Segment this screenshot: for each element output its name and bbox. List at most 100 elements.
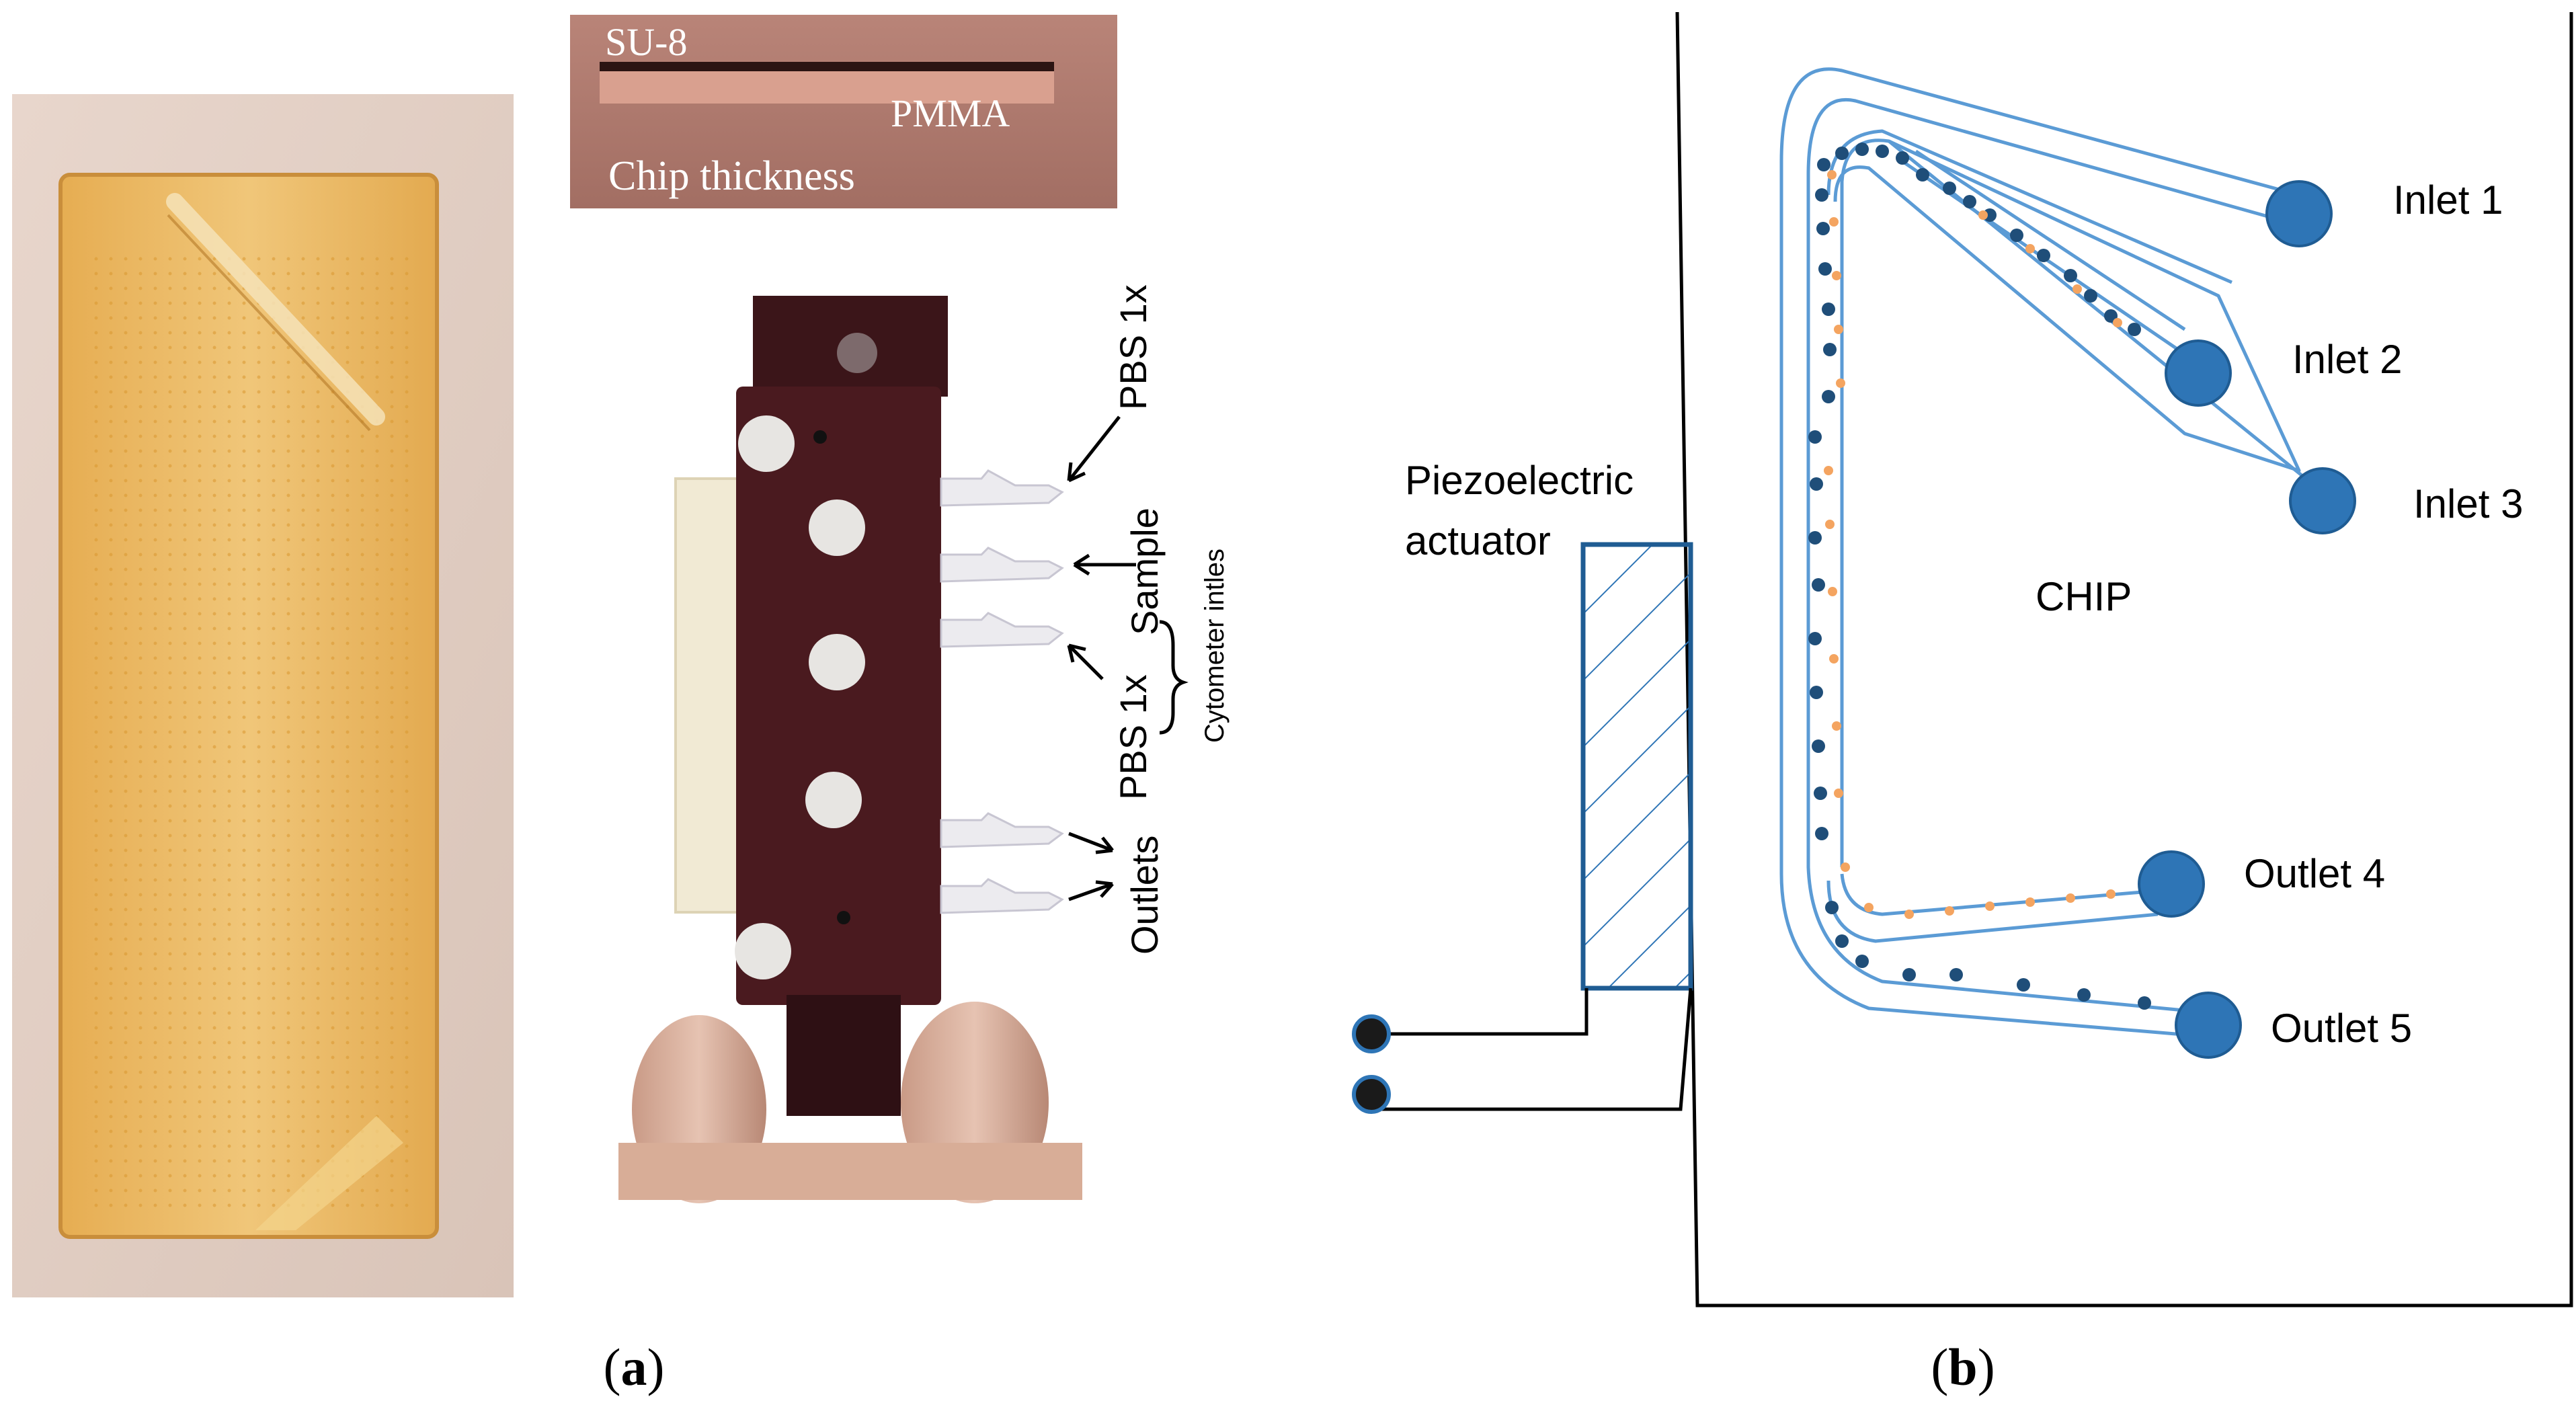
port-annotations <box>1067 415 1189 901</box>
particle <box>1808 531 1822 545</box>
arrow-sample-head <box>1073 553 1090 576</box>
port-label-sample: Sample <box>1123 508 1166 635</box>
screw-icon <box>809 634 865 690</box>
connector-icon <box>940 469 1064 507</box>
particle <box>1834 789 1843 798</box>
particle <box>1808 632 1822 645</box>
particle <box>2128 323 2141 336</box>
particle <box>1818 262 1832 276</box>
wire-top <box>1371 988 1588 1036</box>
channel-inner-wall-b <box>1826 880 2159 943</box>
channel-inner-wall-c <box>1840 873 2159 916</box>
su8-label: SU-8 <box>605 20 687 64</box>
particle <box>1825 520 1835 529</box>
particle <box>1816 222 1830 235</box>
particle <box>1916 168 1929 182</box>
particle <box>2066 893 2075 903</box>
outlet-4-label: Outlet 4 <box>2244 851 2385 896</box>
particle <box>2077 988 2091 1002</box>
chip-diagonal-channel-edge <box>167 214 371 432</box>
particle <box>1814 787 1827 800</box>
particle <box>1896 151 1909 165</box>
particle <box>1829 654 1839 664</box>
inlet-2-label: Inlet 2 <box>2292 337 2402 382</box>
port-label-outlets: Outlets <box>1123 836 1166 955</box>
particle <box>1827 170 1837 179</box>
connector-icon <box>940 878 1064 914</box>
cytometer-inlets-label: Cytometer intles <box>1200 549 1230 743</box>
holder-lower <box>787 995 901 1116</box>
particle <box>1808 430 1822 444</box>
particle <box>1815 827 1828 840</box>
arrow-pbs-top <box>1068 415 1121 482</box>
chip-bottom-reflection <box>255 1116 403 1230</box>
wire-bottom <box>1371 988 1693 1111</box>
particle <box>1828 587 1837 596</box>
particle <box>1949 968 1963 981</box>
particle <box>2072 284 2082 294</box>
particle <box>1841 862 1850 872</box>
arrow-pbs-top-head <box>1067 462 1086 483</box>
particle <box>1855 143 1869 156</box>
inlet-3-label: Inlet 3 <box>2413 481 2523 526</box>
particle <box>1864 903 1874 912</box>
terminal-icon <box>1352 1075 1391 1114</box>
channel-core-left <box>1833 138 2301 867</box>
particle <box>2113 318 2122 327</box>
terminal-icon <box>1352 1014 1391 1053</box>
particle <box>1817 158 1830 171</box>
holder-photo <box>608 289 1082 1203</box>
particles-dark <box>1808 143 2151 1010</box>
thickness-photo: SU-8 PMMA Chip thickness <box>570 15 1117 208</box>
particle <box>1812 578 1825 592</box>
holder-body <box>736 387 941 1005</box>
su8-layer <box>600 62 1054 71</box>
channel-inlet3 <box>1888 140 2314 485</box>
particle <box>1963 195 1976 208</box>
small-hole <box>813 430 827 444</box>
ports <box>2138 180 2356 1059</box>
chip-label: CHIP <box>2036 574 2132 619</box>
particle <box>1815 188 1828 202</box>
port-label-pbs-bottom: PBS 1x <box>1112 674 1154 800</box>
particle <box>1810 686 1823 699</box>
panel-a-caption: (a) <box>604 1338 665 1396</box>
particle <box>2104 309 2118 323</box>
particle <box>2025 897 2035 907</box>
terminals <box>1352 1014 1391 1114</box>
particle <box>1985 901 1995 911</box>
particle <box>1832 721 1841 731</box>
particle <box>1902 968 1916 981</box>
particle <box>2017 978 2030 992</box>
connector-icon <box>940 612 1064 648</box>
inlet-1-label: Inlet 1 <box>2393 177 2503 223</box>
actuator-label-line2: actuator <box>1405 518 1551 563</box>
thickness-photo-background <box>570 15 1117 208</box>
particle <box>1810 477 1823 491</box>
particle <box>1943 182 1956 195</box>
fingers <box>618 1002 1082 1203</box>
inlet-3-port <box>2289 467 2356 534</box>
channel-inner-wall-a <box>1806 98 2300 1014</box>
small-hole <box>837 911 850 924</box>
chip-thickness-label: Chip thickness <box>608 153 855 199</box>
arrow-pbs-bottom <box>1068 644 1104 680</box>
particle <box>1835 147 1849 160</box>
panel-b: Inlet 1 Inlet 2 Inlet 3 Outlet 4 Outlet … <box>1352 11 2573 1396</box>
inlet-2-port <box>2165 339 2232 407</box>
particle <box>2106 889 2116 899</box>
outlet-4-port <box>2138 850 2205 918</box>
chip-photo <box>12 94 514 1297</box>
particle <box>1812 739 1825 753</box>
arrow-outlet-bottom <box>1068 882 1113 901</box>
arrow-pbs-bottom-head <box>1067 643 1086 663</box>
finger-base <box>618 1143 1082 1200</box>
connector-icon <box>940 812 1064 848</box>
cytometer-brace <box>1159 620 1189 735</box>
screw-icon <box>735 923 791 979</box>
particle <box>1825 901 1839 914</box>
particle <box>1945 906 1954 916</box>
particle <box>1836 378 1845 388</box>
screw-icon <box>805 772 862 828</box>
